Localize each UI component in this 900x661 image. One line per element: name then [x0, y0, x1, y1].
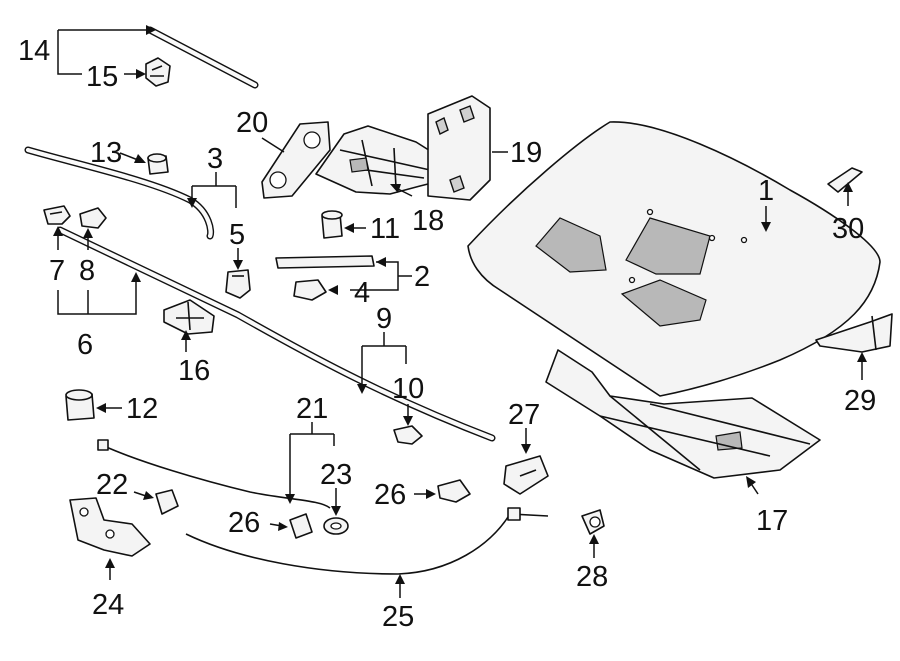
callout-27: 27	[508, 399, 540, 431]
callout-1: 1	[758, 175, 774, 207]
callout-26-right: 26	[374, 479, 406, 511]
callout-30: 30	[832, 213, 864, 245]
callout-16-leader	[181, 330, 191, 352]
part-seal-2	[275, 255, 375, 269]
callout-27-leader	[521, 428, 531, 454]
callout-12-leader	[96, 403, 122, 413]
part-hood-emblem-30	[827, 167, 863, 193]
callout-11: 11	[370, 213, 400, 245]
part-rod-clip-10	[393, 425, 423, 445]
part-hood-bumper-13	[147, 153, 169, 175]
part-clip-4	[293, 279, 327, 301]
part-grommet-28	[581, 509, 605, 535]
part-release-cable-21	[97, 439, 331, 509]
part-hood-bumper-11	[321, 210, 343, 239]
callout-6: 6	[77, 329, 93, 361]
part-hood-panel-1	[467, 121, 881, 397]
callout-2: 2	[414, 261, 430, 293]
callout-7: 7	[49, 255, 65, 287]
callout-29-leader	[857, 352, 867, 380]
callout-4: 4	[354, 277, 370, 309]
callout-15: 15	[86, 61, 118, 93]
callout-25: 25	[382, 601, 414, 633]
part-rod-holder-16	[163, 299, 215, 335]
callout-10: 10	[392, 373, 424, 405]
callout-20: 20	[236, 107, 268, 139]
callout-28-leader	[589, 534, 599, 558]
part-rod-clip-5	[225, 269, 251, 299]
callout-5: 5	[229, 219, 245, 251]
callout-9-leader	[357, 332, 407, 394]
callout-26a-leader	[269, 522, 288, 531]
callout-24-leader	[105, 558, 115, 580]
callout-21-leader	[285, 422, 335, 504]
callout-26b-leader	[414, 489, 436, 499]
part-clip-set-19	[427, 95, 491, 201]
callout-21: 21	[296, 393, 328, 425]
callout-13-leader	[119, 152, 146, 163]
callout-16: 16	[178, 355, 210, 387]
part-grommet-8	[79, 207, 107, 229]
part-release-cable-25	[185, 507, 549, 575]
part-hood-insulator-17	[545, 349, 821, 479]
callout-13: 13	[90, 137, 122, 169]
callout-9: 9	[376, 303, 392, 335]
callout-14: 14	[18, 35, 50, 67]
callout-1-leader	[761, 206, 771, 232]
callout-25-leader	[395, 574, 405, 598]
callout-18-leader	[390, 184, 413, 197]
callout-22: 22	[96, 469, 128, 501]
callout-10-leader	[403, 404, 413, 426]
callout-5-leader	[233, 248, 243, 270]
callout-29: 29	[844, 385, 876, 417]
part-weatherstrip-seal	[146, 26, 259, 89]
part-cable-clip-22	[155, 489, 179, 515]
callout-23-leader	[331, 488, 341, 516]
callout-6-leader	[53, 226, 141, 315]
callout-8: 8	[79, 255, 95, 287]
part-release-handle-27	[503, 455, 549, 495]
part-seal-clip	[145, 57, 171, 87]
callout-3: 3	[207, 143, 223, 175]
part-support-rod-6	[56, 226, 496, 442]
callout-17: 17	[756, 505, 788, 537]
callout-2-4-leader	[328, 257, 412, 295]
part-grommet-23	[323, 517, 349, 535]
callout-15-leader	[124, 69, 146, 79]
callout-26-left: 26	[228, 507, 260, 539]
callout-30-leader	[843, 182, 853, 206]
callout-28: 28	[576, 561, 608, 593]
callout-3-leader	[187, 172, 237, 208]
callout-14-leader	[57, 25, 156, 75]
callout-12: 12	[126, 393, 158, 425]
callout-11-leader	[344, 223, 366, 233]
callout-20-leader	[261, 137, 285, 153]
part-grommet-7	[43, 205, 71, 225]
callout-24: 24	[92, 589, 124, 621]
part-hood-latch-24	[69, 497, 151, 557]
part-insulator-pad-20	[261, 121, 331, 199]
part-cable-clip-26b	[437, 479, 471, 503]
part-cable-clip-26a	[289, 513, 313, 539]
callout-19: 19	[510, 137, 542, 169]
callout-22-leader	[133, 491, 154, 500]
callout-17-leader	[746, 476, 759, 495]
part-support-rod-3	[24, 146, 215, 240]
part-hinge-29	[815, 313, 893, 353]
part-hood-bumper-12	[65, 389, 95, 421]
callout-18: 18	[412, 205, 444, 237]
callout-23: 23	[320, 459, 352, 491]
